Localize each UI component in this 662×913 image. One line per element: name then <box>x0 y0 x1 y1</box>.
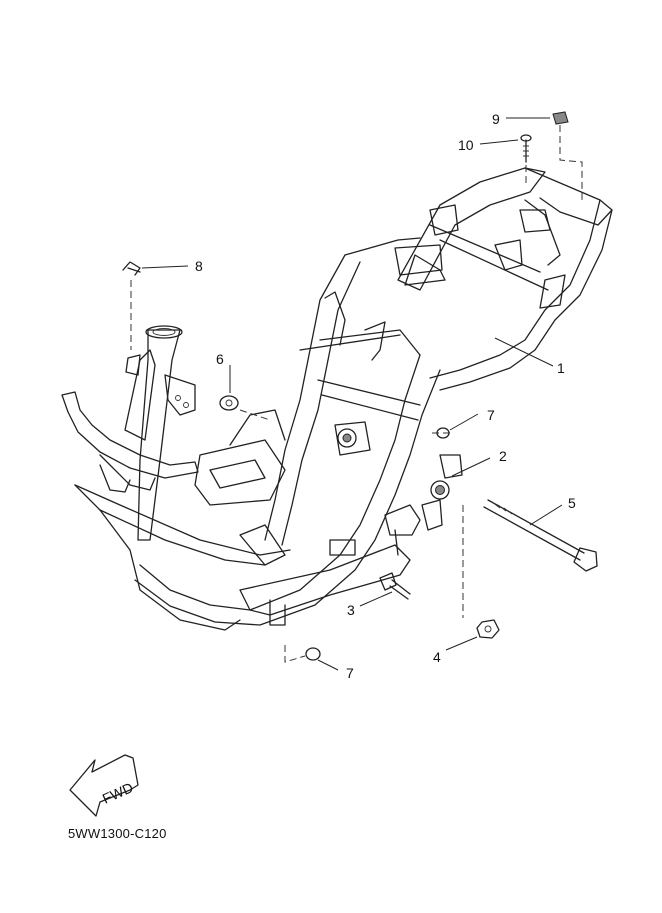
clip-nut-part-9 <box>552 111 569 125</box>
callout-9: 9 <box>492 111 500 127</box>
alignment-lines <box>130 125 583 663</box>
reference-code: 5WW1300-C120 <box>68 826 167 841</box>
callout-3: 3 <box>347 602 355 618</box>
fwd-arrow: FWD <box>69 754 139 817</box>
nut-part-4 <box>476 619 500 639</box>
callout-8: 8 <box>195 258 203 274</box>
callout-1: 1 <box>557 360 565 376</box>
callout-10: 10 <box>458 137 474 153</box>
pivot-bushing <box>430 480 450 500</box>
callout-2: 2 <box>499 448 507 464</box>
main-frame <box>61 167 613 631</box>
bolt-part-3 <box>379 572 411 600</box>
callouts: 1 2 3 4 5 6 7 7 8 9 10 <box>195 111 576 681</box>
callout-7-upper: 7 <box>487 407 495 423</box>
screw-part-10 <box>520 134 532 163</box>
callout-4: 4 <box>433 649 441 665</box>
callout-5: 5 <box>568 495 576 511</box>
callout-7-lower: 7 <box>346 665 354 681</box>
clip-part-8 <box>122 261 141 276</box>
bolt-part-5 <box>483 499 598 572</box>
callout-6: 6 <box>216 351 224 367</box>
nut-part-6 <box>219 395 239 411</box>
leader-lines <box>141 117 563 671</box>
fwd-label: FWD <box>100 779 136 807</box>
nut-part-7-lower <box>305 647 321 661</box>
